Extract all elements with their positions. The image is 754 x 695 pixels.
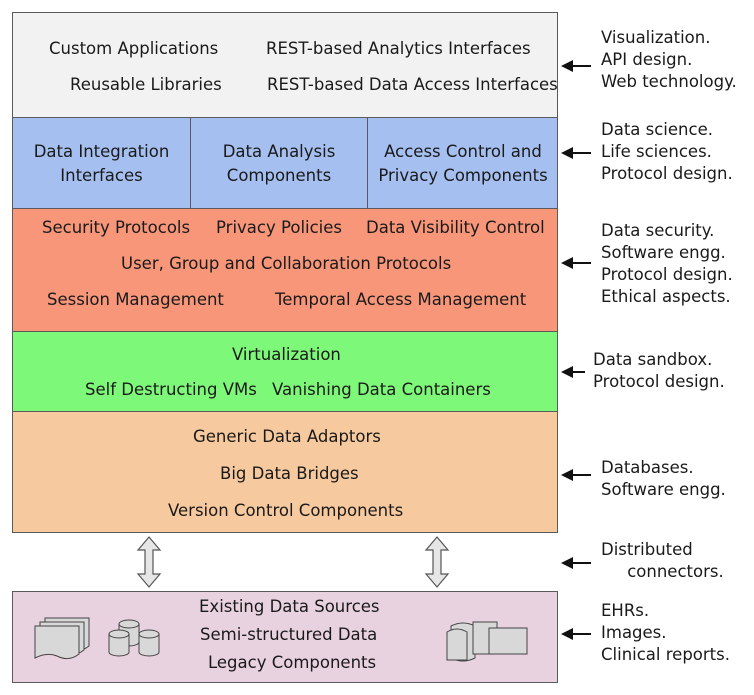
annotation-text: Distributed connectors. <box>601 540 724 581</box>
arrow-line <box>571 633 591 635</box>
rest-data-access-interfaces-label: REST-based Data Access Interfaces <box>267 75 558 94</box>
access-control-privacy-label: Access Control and Privacy Components <box>378 142 548 185</box>
version-control-components-label: Version Control Components <box>168 501 404 520</box>
arrow-left-icon <box>561 557 573 569</box>
annotation-text: EHRs. Images. Clinical reports. <box>601 601 730 664</box>
legacy-components-label: Legacy Components <box>208 653 377 672</box>
temporal-access-management-label: Temporal Access Management <box>275 290 527 309</box>
layer-adaptors: Generic Data Adaptors Big Data Bridges V… <box>12 411 558 533</box>
arrow-left-icon <box>561 469 573 481</box>
annotation-text: Databases. Software engg. <box>601 458 726 499</box>
cell-divider <box>190 118 191 208</box>
privacy-policies-label: Privacy Policies <box>216 218 343 237</box>
legacy-components-icon <box>446 621 528 662</box>
data-analysis-components-label: Data Analysis Components <box>222 142 336 185</box>
arrow-left-icon <box>561 257 573 269</box>
arrow-left-icon <box>561 628 573 640</box>
custom-applications-label: Custom Applications <box>49 39 219 58</box>
layer-security: Security Protocols Privacy Policies Data… <box>12 208 558 332</box>
databases-icon <box>108 619 160 657</box>
layer-virtualization: Virtualization Self Destructing VMs Vani… <box>12 331 558 412</box>
security-protocols-label: Security Protocols <box>42 218 191 237</box>
self-destructing-vms-label: Self Destructing VMs <box>85 380 257 399</box>
data-visibility-control-label: Data Visibility Control <box>366 218 545 237</box>
annotation-text: Visualization. API design. Web technolog… <box>601 28 737 91</box>
documents-icon <box>34 617 90 660</box>
session-management-label: Session Management <box>47 290 224 309</box>
big-data-bridges-label: Big Data Bridges <box>220 464 359 483</box>
semi-structured-data-label: Semi-structured Data <box>200 625 378 644</box>
layer-data-sources: Existing Data Sources Semi-structured Da… <box>12 591 558 683</box>
arrow-line <box>571 262 591 264</box>
arrow-line <box>571 474 591 476</box>
generic-data-adaptors-label: Generic Data Adaptors <box>193 427 381 446</box>
annotation-text: Data sandbox. Protocol design. <box>593 350 725 391</box>
arrow-left-icon <box>561 366 573 378</box>
virtualization-label: Virtualization <box>232 345 341 364</box>
rest-analytics-interfaces-label: REST-based Analytics Interfaces <box>266 39 531 58</box>
arrow-line <box>571 371 585 373</box>
arrow-line <box>571 65 591 67</box>
data-integration-interfaces-label: Data Integration Interfaces <box>33 142 170 185</box>
connector-arrow-right <box>424 536 450 588</box>
existing-data-sources-label: Existing Data Sources <box>199 597 380 616</box>
vanishing-data-containers-label: Vanishing Data Containers <box>272 380 491 399</box>
connector-arrow-left <box>136 536 162 588</box>
arrow-line <box>571 562 591 564</box>
cell-divider <box>367 118 368 208</box>
arrow-left-icon <box>561 147 573 159</box>
annotation-text: Data security. Software engg. Protocol d… <box>601 221 733 306</box>
collaboration-protocols-label: User, Group and Collaboration Protocols <box>121 254 452 273</box>
annotation-text: Data science. Life sciences. Protocol de… <box>601 120 733 183</box>
arrow-line <box>571 152 591 154</box>
reusable-libraries-label: Reusable Libraries <box>70 75 222 94</box>
layer-applications: Custom Applications REST-based Analytics… <box>12 12 558 118</box>
arrow-left-icon <box>561 60 573 72</box>
layer-integration: Data Integration Interfaces Data Analysi… <box>12 117 558 209</box>
